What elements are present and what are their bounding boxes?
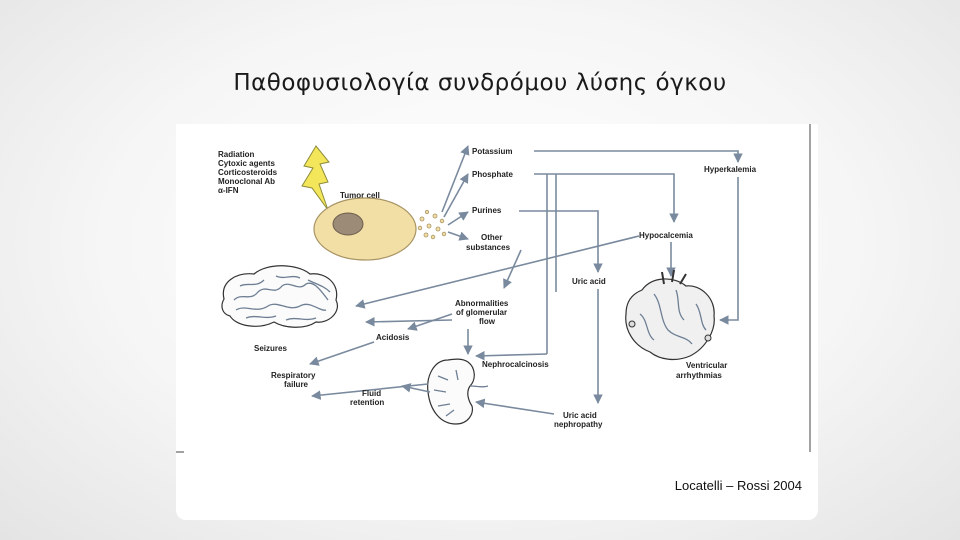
abnormalities-label-1: Abnormalities bbox=[455, 299, 509, 308]
tumor-cell bbox=[314, 198, 416, 260]
trigger-ifn: α-IFN bbox=[218, 186, 239, 195]
other-label-1: Other bbox=[481, 233, 502, 242]
abnormalities-label-3: flow bbox=[479, 317, 496, 326]
other-label-2: substances bbox=[466, 243, 511, 252]
ventricular-label-2: arrhythmias bbox=[676, 371, 722, 380]
nephrocalcinosis-label: Nephrocalcinosis bbox=[482, 360, 549, 369]
hypocalcemia-label: Hypocalcemia bbox=[639, 231, 693, 240]
slide-title: Παθοφυσιολογία συνδρόμου λύσης όγκου bbox=[0, 70, 960, 96]
uric-nephropathy-label-1: Uric acid bbox=[563, 411, 597, 420]
trigger-monoclonal: Monoclonal Ab bbox=[218, 177, 275, 186]
respiratory-label-1: Respiratory bbox=[271, 371, 316, 380]
figure-panel: Radiation Cytoxic agents Corticosteroids… bbox=[176, 124, 818, 520]
citation-credit: Locatelli – Rossi 2004 bbox=[675, 478, 802, 493]
fluid-label-2: retention bbox=[350, 398, 384, 407]
ventricular-label-1: Ventricular bbox=[686, 361, 727, 370]
phosphate-label: Phosphate bbox=[472, 170, 513, 179]
lightning-bolt-icon bbox=[302, 146, 329, 210]
released-particles bbox=[418, 210, 446, 238]
purines-label: Purines bbox=[472, 206, 502, 215]
acidosis-label: Acidosis bbox=[376, 333, 410, 342]
tls-pathophysiology-diagram: Radiation Cytoxic agents Corticosteroids… bbox=[176, 124, 818, 520]
trigger-radiation: Radiation bbox=[218, 150, 255, 159]
heart-illustration bbox=[626, 270, 715, 359]
trigger-corticosteroids: Corticosteroids bbox=[218, 168, 278, 177]
abnormalities-label-2: of glomerular bbox=[456, 308, 507, 317]
seizures-label: Seizures bbox=[254, 344, 287, 353]
uric-nephropathy-label-2: nephropathy bbox=[554, 420, 603, 429]
trigger-cytoxic: Cytoxic agents bbox=[218, 159, 275, 168]
brain-illustration bbox=[222, 266, 337, 328]
uric-acid-label: Uric acid bbox=[572, 277, 606, 286]
respiratory-label-2: failure bbox=[284, 380, 309, 389]
hyperkalemia-label: Hyperkalemia bbox=[704, 165, 757, 174]
potassium-label: Potassium bbox=[472, 147, 512, 156]
tumor-nucleus bbox=[333, 213, 363, 235]
fluid-label-1: Fluid bbox=[362, 389, 381, 398]
kidney-illustration bbox=[428, 359, 488, 424]
